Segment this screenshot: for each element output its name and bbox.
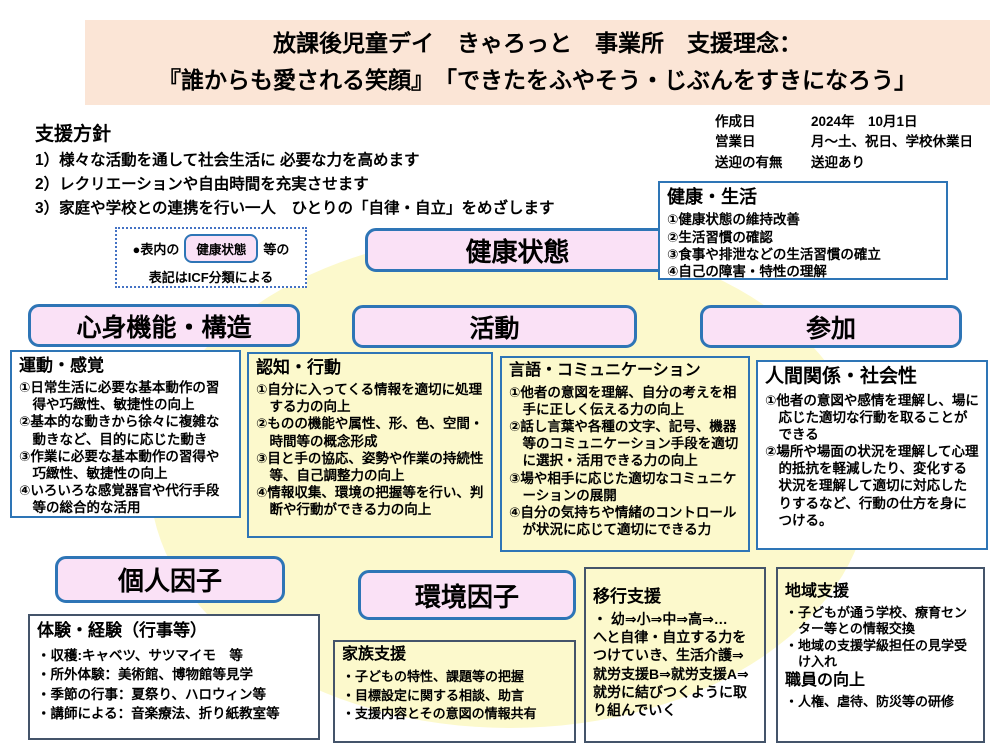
box-family-title: 家族支援: [342, 646, 407, 663]
icf-legend: ●表内の 健康状態 等の 表記はICF分類による: [115, 227, 307, 288]
meta-label-pickup: 送迎の有無: [715, 154, 783, 170]
box-community-support: 地域支援 ・子どもが通う学校、療育センター等との情報交換 ・地域の支援学級担任の…: [776, 567, 985, 743]
cognition-item: ④情報収集、環境の把握等を行い、判断や行動ができる力の向上: [256, 484, 484, 518]
legend-note: 表記はICF分類による: [148, 270, 274, 285]
policy-item-3: 3）家庭や学校との連携を行い一人 ひとりの「自律・自立」をめざします: [35, 199, 555, 217]
box-family-support: 家族支援 ・子どもの特性、課題等の把握 ・目標設定に関する相談、助言 ・支援内容…: [333, 640, 576, 743]
box-transition-support: 移行支援 ・ 幼⇒小⇒中⇒高⇒… へと自律・自立する力をつけていき、生活介護⇒就…: [584, 567, 766, 743]
experience-item: ・季節の行事：夏祭り、ハロウィン等: [37, 686, 266, 702]
cognition-item: ③目と手の協応、姿勢や作業の持続性等、自己調整力の向上: [256, 450, 484, 483]
box-social-title: 人間関係・社会性: [765, 366, 918, 387]
box-motor-sensory: 運動・感覚 ①日常生活に必要な基本動作の習得や巧緻性、敏捷性の向上 ②基本的な動…: [10, 350, 241, 518]
language-item: ①他者の意図を理解、自分の考えを相手に正しく伝える力の向上: [509, 384, 737, 417]
motor-item: ③作業に必要な基本動作の習得や巧緻性、敏捷性の向上: [19, 448, 220, 481]
box-motor-title: 運動・感覚: [19, 356, 104, 375]
legend-prefix: ●表内の: [132, 242, 180, 257]
meta-value-open-days: 月～土、祝日、学校休業日: [811, 134, 973, 150]
health-life-item: ①健康状態の維持改善: [667, 212, 800, 228]
box-language-title: 言語・コミュニケーション: [509, 362, 701, 379]
meta-info: 作成日 2024年 10月1日 営業日 月～土、祝日、学校休業日 送迎の有無 送…: [715, 112, 990, 173]
experience-item: ・所外体験：美術館、博物館等見学: [37, 667, 253, 683]
banner-line1: 放課後児童デイ きゃろっと 事業所 支援理念：: [273, 30, 802, 56]
staff-item: ・人権、虐待、防災等の研修: [785, 693, 955, 709]
social-item: ②場所や場面の状況を理解して心理的抵抗を軽減したり、変化する状況を理解して適切に…: [765, 444, 979, 528]
policy-title: 支援方針: [35, 124, 112, 145]
family-item: ・目標設定に関する相談、助言: [342, 687, 525, 703]
policy-item-2: 2）レクリエーションや自由時間を充実させます: [35, 175, 369, 193]
pill-health-state: 健康状態: [365, 228, 670, 272]
legend-row: ●表内の 健康状態 等の: [117, 234, 305, 263]
box-experience-title: 体験・経験（行事等）: [37, 621, 207, 640]
pill-mind-body-function: 心身機能・構造: [28, 304, 300, 347]
title-banner: 放課後児童デイ きゃろっと 事業所 支援理念： 『誰からも愛される笑顔』 「でき…: [85, 20, 990, 105]
motor-item: ④いろいろな感覚器官や代行手段等の総合的な活用: [19, 482, 220, 516]
meta-value-pickup: 送迎あり: [811, 154, 865, 170]
transition-item: ・ 幼⇒小⇒中⇒高⇒…: [593, 611, 728, 628]
legend-health-state-pill: 健康状態: [184, 234, 259, 263]
social-item: ①他者の意図や感情を理解し、場に応じた適切な行動を取ることができる: [765, 392, 979, 442]
policy-block: 支援方針 1）様々な活動を通して社会生活に 必要な力を高めます 2）レクリエーシ…: [35, 122, 695, 221]
box-health-life-title: 健康・生活: [667, 187, 757, 207]
community-item: ・子どもが通う学校、療育センター等との情報交換: [785, 604, 968, 637]
motor-item: ①日常生活に必要な基本動作の習得や巧緻性、敏捷性の向上: [19, 380, 220, 413]
pill-participation: 参加: [700, 305, 962, 348]
box-staff-title: 職員の向上: [785, 671, 866, 689]
meta-row-open-days: 営業日 月～土、祝日、学校休業日: [715, 132, 990, 152]
community-item: ・地域の支援学級担任の見学受け入れ: [785, 637, 968, 670]
health-life-item: ③食事や排泄などの生活習慣の確立: [667, 246, 881, 262]
box-cognition-title: 認知・行動: [256, 358, 341, 377]
language-item: ③場や相手に応じた適切なコミュニケーションの展開: [509, 470, 737, 503]
family-item: ・支援内容とその意図の情報共有: [342, 706, 537, 722]
meta-label-open-days: 営業日: [715, 134, 756, 150]
meta-row-created: 作成日 2024年 10月1日: [715, 112, 990, 132]
meta-row-pickup: 送迎の有無 送迎あり: [715, 153, 990, 173]
box-experience-events: 体験・経験（行事等） ・収穫:キャベツ、サツマイモ 等 ・所外体験：美術館、博物…: [28, 614, 320, 740]
box-transition-title: 移行支援: [593, 587, 661, 606]
language-item: ④自分の気持ちや情緒のコントロールが状況に応じて適切にできる力: [509, 504, 737, 537]
pill-activity: 活動: [352, 305, 637, 348]
box-community-title: 地域支援: [785, 583, 850, 600]
policy-item-1: 1）様々な活動を通して社会生活に 必要な力を高めます: [35, 151, 420, 169]
box-health-life: 健康・生活 ①健康状態の維持改善 ②生活習慣の確認 ③食事や排泄などの生活習慣の…: [658, 181, 948, 280]
meta-value-created: 2024年 10月1日: [811, 114, 918, 129]
cognition-item: ①自分に入ってくる情報を適切に処理する力の向上: [256, 382, 483, 415]
transition-item: へと自律・自立する力をつけていき、生活介護⇒就労支援B⇒就労支援A⇒就労に結びつ…: [593, 629, 749, 719]
pill-personal-factor: 個人因子: [55, 556, 285, 603]
cognition-item: ②ものの機能や属性、形、色、空間・時間等の概念形成: [256, 416, 484, 449]
pill-environmental-factor: 環境因子: [358, 570, 576, 620]
health-life-item: ④自己の障害・特性の理解: [667, 263, 827, 279]
meta-label-created: 作成日: [715, 114, 756, 129]
experience-item: ・収穫:キャベツ、サツマイモ 等: [37, 647, 243, 663]
banner-line2: 『誰からも愛される笑顔』 「できたをふやそう・じぶんをすきになろう」: [158, 67, 917, 93]
legend-suffix: 等の: [263, 242, 290, 257]
experience-item: ・講師による：音楽療法、折り紙教室等: [37, 706, 280, 722]
box-human-relations: 人間関係・社会性 ①他者の意図や感情を理解し、場に応じた適切な行動を取ることがで…: [756, 360, 988, 550]
box-cognition-behavior: 認知・行動 ①自分に入ってくる情報を適切に処理する力の向上 ②ものの機能や属性、…: [247, 352, 493, 538]
language-item: ②話し言葉や各種の文字、記号、機器等のコミュニケーション手段を適切に選択・活用で…: [509, 419, 739, 469]
family-item: ・子どもの特性、課題等の把握: [342, 668, 525, 684]
motor-item: ②基本的な動きから徐々に複雑な動きなど、目的に応じた動き: [19, 414, 220, 447]
health-life-item: ②生活習慣の確認: [667, 229, 773, 245]
box-language-communication: 言語・コミュニケーション ①他者の意図を理解、自分の考えを相手に正しく伝える力の…: [500, 356, 750, 552]
